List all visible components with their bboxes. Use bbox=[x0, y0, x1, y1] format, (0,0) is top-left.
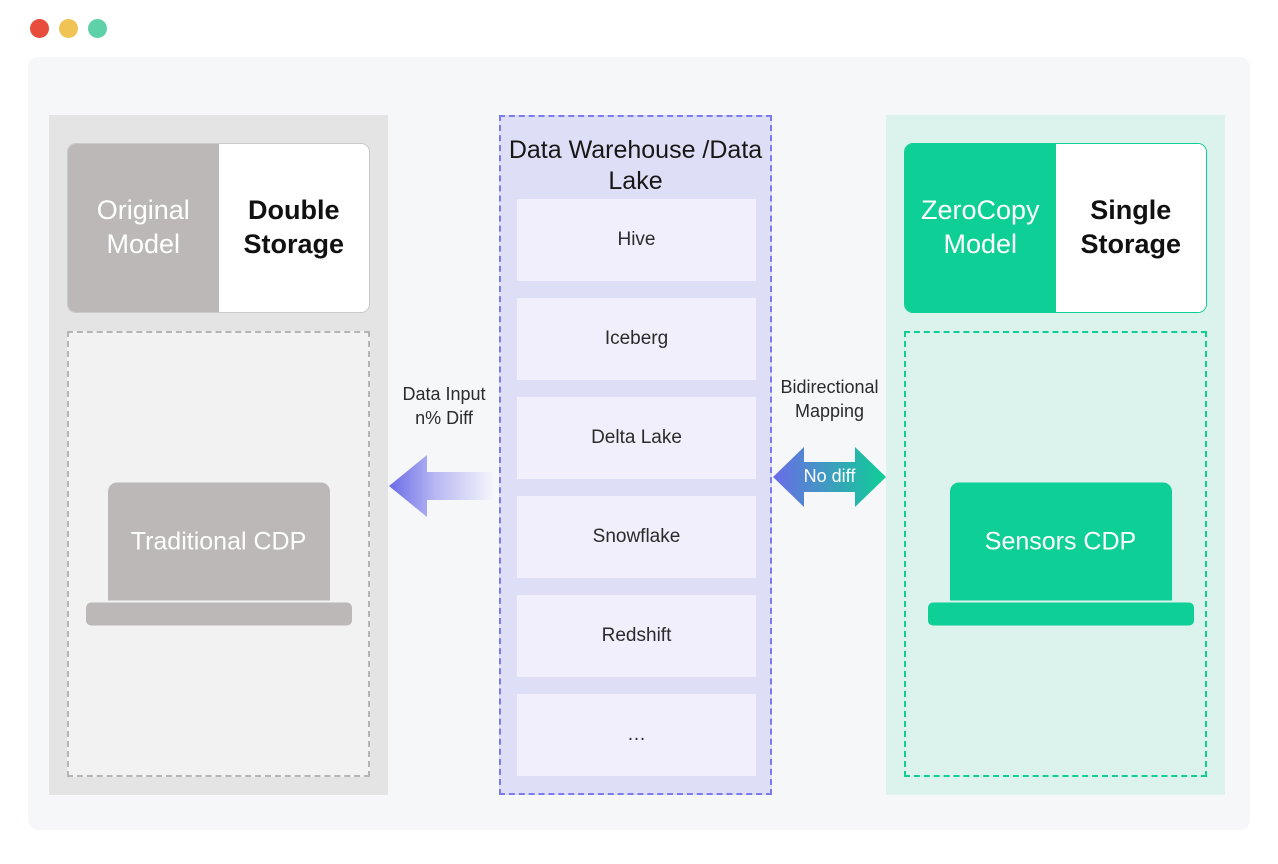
diagram-stage: Original Model Double Storage Traditiona… bbox=[28, 57, 1250, 830]
list-item-label: … bbox=[627, 724, 646, 745]
connector-bidirectional-mapping: Bidirectional Mapping No diff bbox=[773, 375, 886, 508]
arrow-bidirectional-icon bbox=[773, 446, 886, 507]
laptop-base bbox=[85, 602, 352, 626]
single-storage-label: Single Storage bbox=[1055, 144, 1206, 312]
sensors-cdp-label: Sensors CDP bbox=[949, 482, 1172, 601]
list-item-label: Iceberg bbox=[604, 328, 669, 349]
zerocopy-model-card: ZeroCopy Model Single Storage bbox=[904, 143, 1207, 313]
list-item[interactable]: Snowflake bbox=[517, 496, 756, 578]
traditional-cdp-zone: Traditional CDP bbox=[67, 331, 370, 777]
list-item[interactable]: Hive bbox=[517, 199, 756, 281]
sensors-cdp-zone: Sensors CDP bbox=[904, 331, 1207, 777]
minimize-icon[interactable] bbox=[59, 19, 78, 38]
arrow-left-wrap bbox=[389, 453, 499, 519]
original-model-card: Original Model Double Storage bbox=[67, 143, 370, 313]
data-warehouse-title: Data Warehouse /Data Lake bbox=[508, 136, 763, 196]
double-storage-label: Double Storage bbox=[218, 144, 369, 312]
list-item-label: Hive bbox=[617, 229, 656, 250]
original-model-label: Original Model bbox=[68, 144, 219, 312]
connector-data-input: Data Input n% Diff bbox=[389, 382, 499, 519]
laptop-icon-sensors: Sensors CDP bbox=[927, 482, 1194, 626]
zerocopy-model-label: ZeroCopy Model bbox=[905, 144, 1056, 312]
list-item[interactable]: Delta Lake bbox=[517, 397, 756, 479]
connector-left-label: Data Input n% Diff bbox=[402, 384, 486, 429]
laptop-base bbox=[927, 602, 1194, 626]
close-icon[interactable] bbox=[30, 19, 49, 38]
traditional-cdp-label: Traditional CDP bbox=[107, 482, 330, 601]
list-item[interactable]: … bbox=[517, 694, 756, 776]
list-item-label: Delta Lake bbox=[591, 427, 682, 448]
window-titlebar bbox=[0, 0, 1278, 57]
arrow-bidirectional-wrap: No diff bbox=[773, 446, 886, 508]
list-item-label: Snowflake bbox=[592, 526, 681, 547]
arrow-left-icon bbox=[389, 454, 495, 517]
connector-right-label: Bidirectional Mapping bbox=[780, 377, 879, 422]
panel-data-warehouse: Data Warehouse /Data Lake Hive Iceberg D… bbox=[499, 115, 772, 795]
panel-zerocopy-model: ZeroCopy Model Single Storage Sensors CD… bbox=[886, 115, 1225, 795]
panel-original-model: Original Model Double Storage Traditiona… bbox=[49, 115, 388, 795]
zoom-icon[interactable] bbox=[88, 19, 107, 38]
laptop-icon-traditional: Traditional CDP bbox=[85, 482, 352, 626]
list-item[interactable]: Iceberg bbox=[517, 298, 756, 380]
list-item-label: Redshift bbox=[601, 625, 672, 646]
list-item[interactable]: Redshift bbox=[517, 595, 756, 677]
warehouse-list: Hive Iceberg Delta Lake Snowflake Redshi… bbox=[517, 199, 756, 776]
